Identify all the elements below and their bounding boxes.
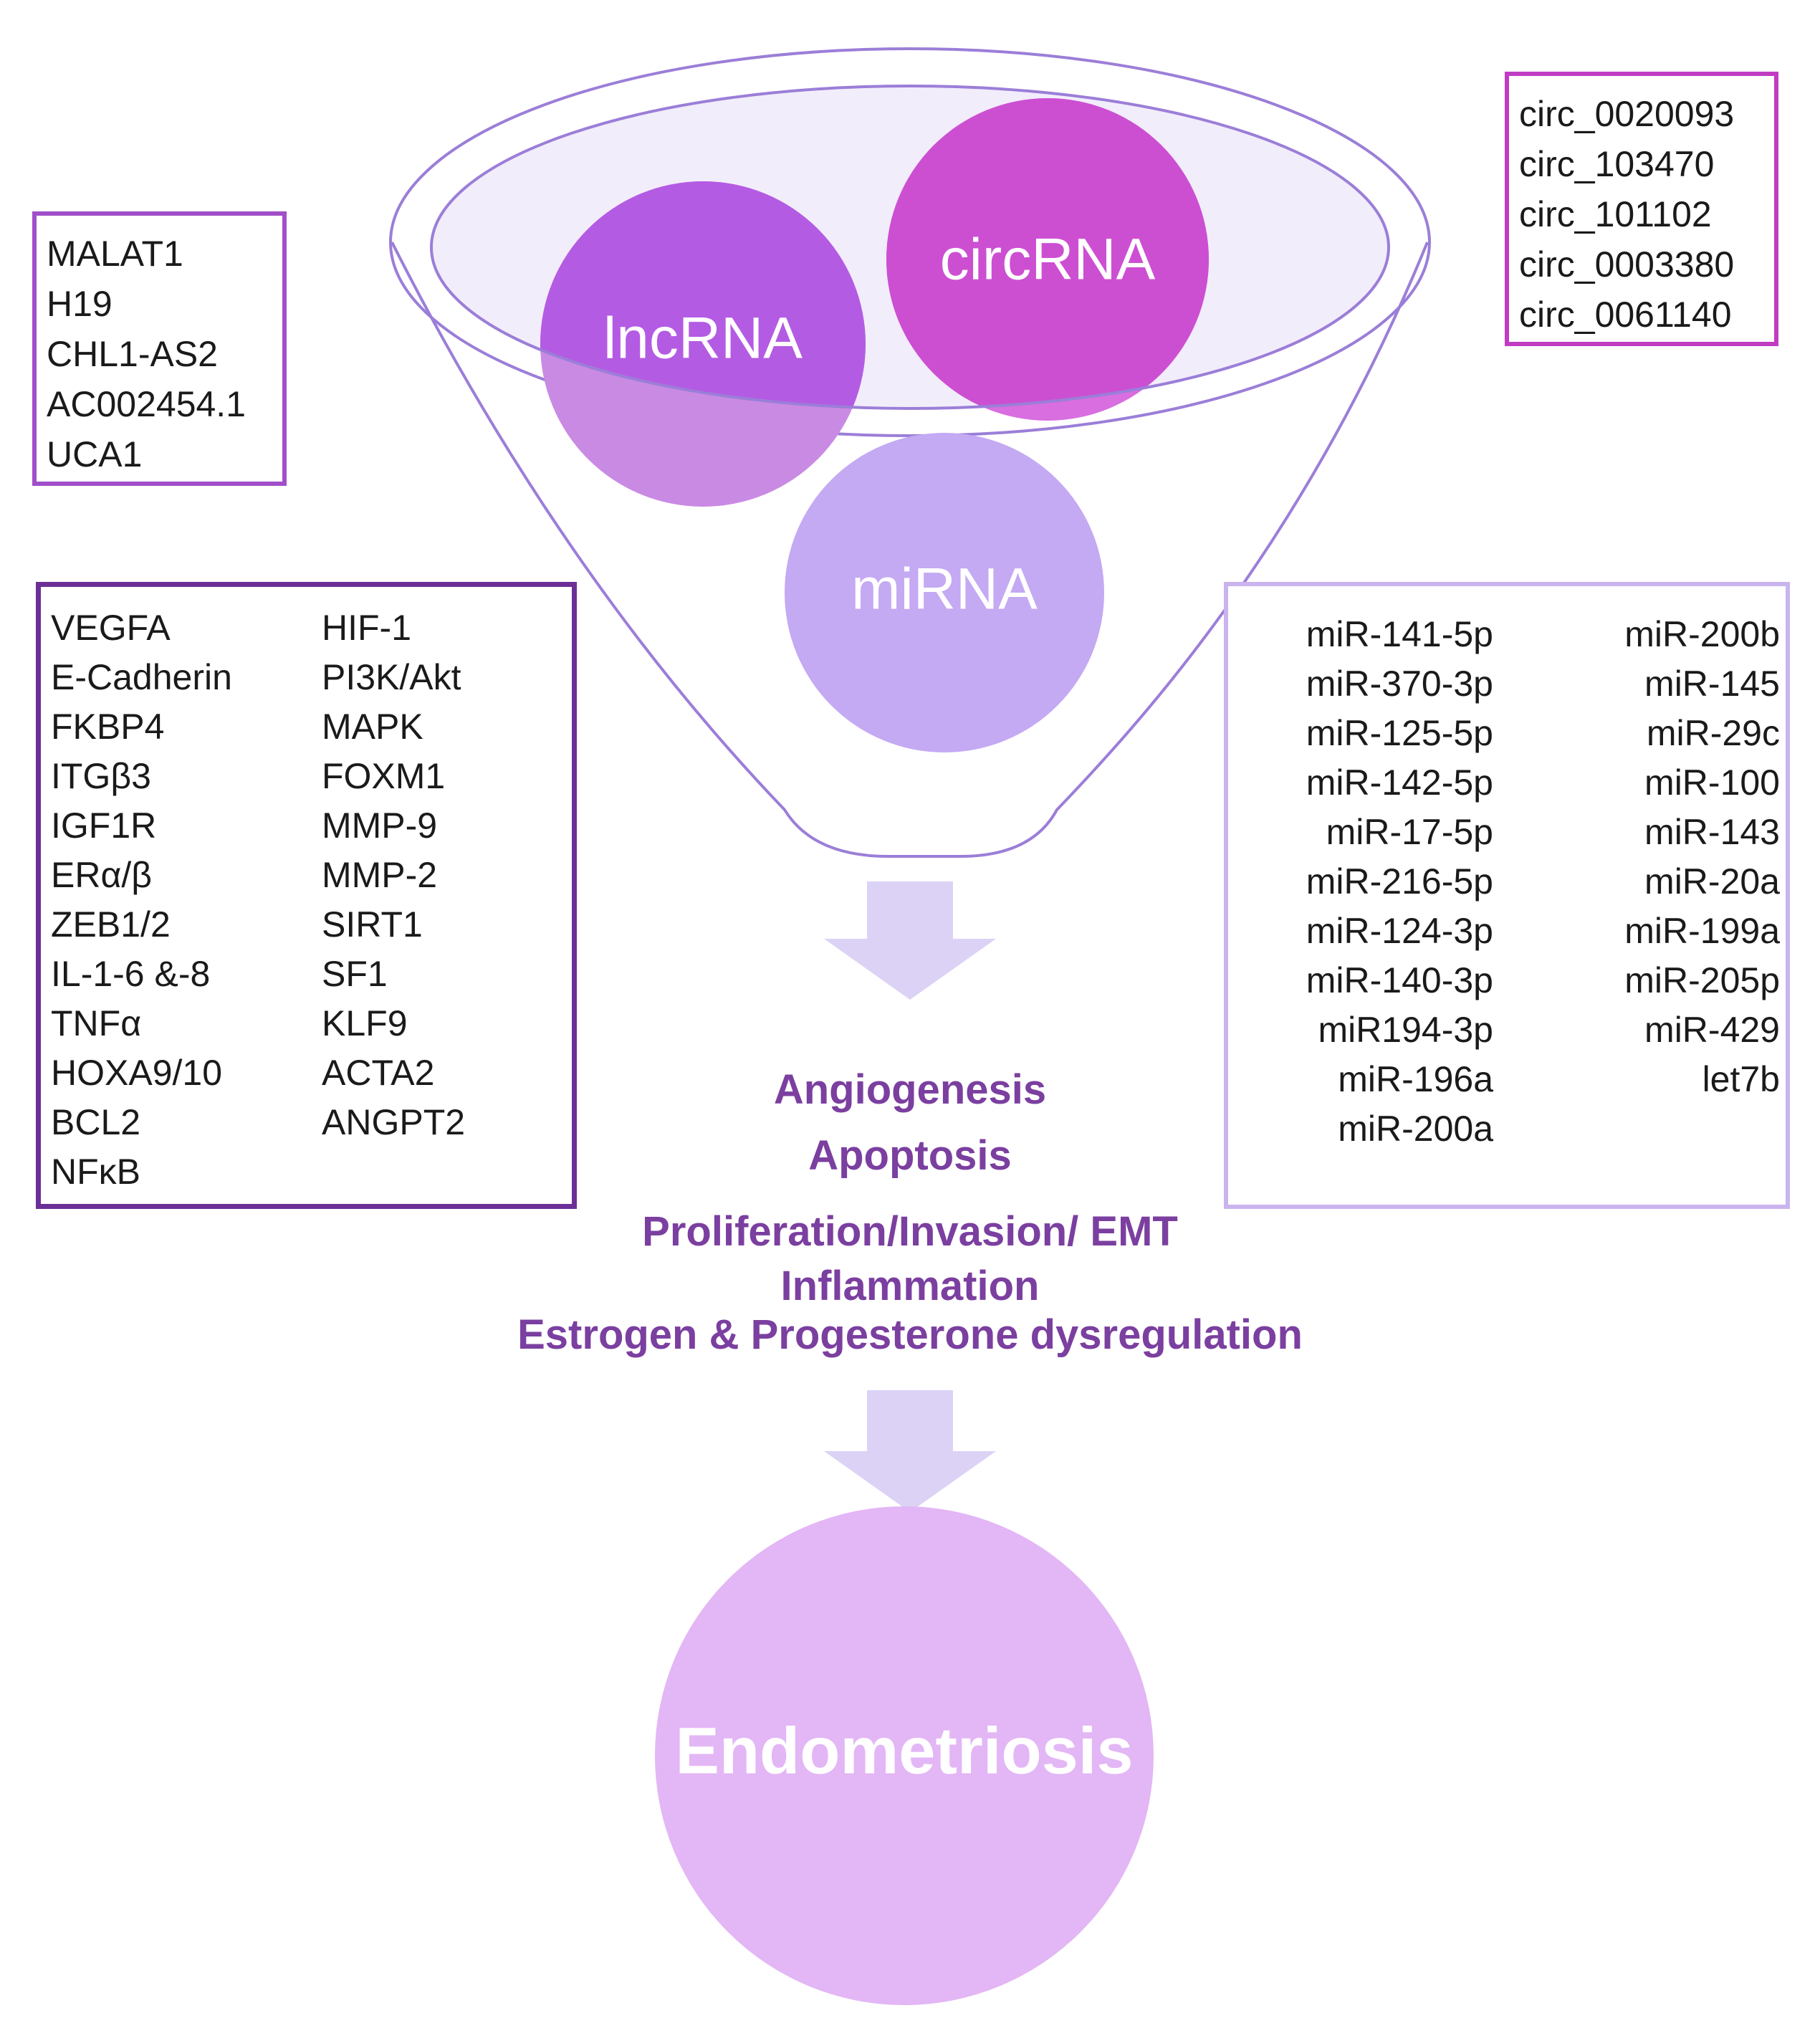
funnel-outer-rim xyxy=(389,47,1431,437)
mirna-item: miR-143 xyxy=(1644,812,1780,852)
gene-item: ZEB1/2 xyxy=(51,904,171,945)
down-arrow-1 xyxy=(824,881,996,1000)
lncrna-item: AC002454.1 xyxy=(47,384,246,424)
mirna-item: miR-145 xyxy=(1644,664,1780,704)
gene-item: PI3K/Akt xyxy=(322,657,461,697)
mirna-item: miR-140-3p xyxy=(1306,960,1493,1000)
outcome-item: Estrogen & Progesterone dysregulation xyxy=(517,1311,1303,1358)
gene-item: MAPK xyxy=(322,707,423,747)
circrna-label: circRNA xyxy=(940,227,1156,292)
gene-item: IGF1R xyxy=(51,805,157,846)
gene-item: ITGβ3 xyxy=(51,756,151,796)
lncrna-circle-top xyxy=(540,181,866,408)
mirna-item: miR194-3p xyxy=(1318,1010,1493,1050)
circrna-list-box: circ_0020093 circ_103470 circ_101102 circ_0… xyxy=(1505,72,1778,346)
outcome-item: Inflammation xyxy=(780,1263,1040,1309)
gene-item: HIF-1 xyxy=(322,608,411,648)
gene-item: TNFα xyxy=(51,1003,142,1043)
endometriosis-circle xyxy=(655,1506,1154,2005)
gene-item: FKBP4 xyxy=(51,707,165,747)
gene-item: ACTA2 xyxy=(322,1053,435,1093)
mirna-item: miR-216-5p xyxy=(1306,861,1493,902)
gene-item: FOXM1 xyxy=(322,756,446,796)
mirna-list-box: miR-141-5p miR-370-3p miR-125-5p miR-142-5p… xyxy=(1224,582,1790,1209)
gene-item: KLF9 xyxy=(322,1003,408,1043)
mirna-item: miR-370-3p xyxy=(1306,664,1493,704)
circrna-item: circ_0003380 xyxy=(1519,244,1735,284)
gene-item: HOXA9/10 xyxy=(51,1053,223,1093)
lncrna-item: CHL1-AS2 xyxy=(47,334,218,374)
outcome-item: Angiogenesis xyxy=(773,1066,1047,1113)
circrna-item: circ_101102 xyxy=(1519,194,1712,234)
mirna-item: miR-29c xyxy=(1646,713,1780,753)
down-arrow-2 xyxy=(824,1390,996,1512)
mirna-item: miR-200a xyxy=(1338,1109,1493,1149)
lncrna-item: UCA1 xyxy=(47,434,143,474)
mirna-circle xyxy=(785,433,1104,752)
circrna-item: circ_103470 xyxy=(1519,144,1715,184)
mirna-item: miR-141-5p xyxy=(1306,614,1493,654)
outcome-item: Proliferation/Invasion/ EMT xyxy=(642,1208,1178,1255)
mirna-item: miR-20a xyxy=(1644,861,1780,902)
lncrna-item: MALAT1 xyxy=(47,234,183,274)
mirna-item: miR-17-5p xyxy=(1326,812,1493,852)
mirna-item: miR-205p xyxy=(1624,960,1780,1000)
mirna-label: miRNA xyxy=(851,557,1038,622)
mirna-item: miR-200b xyxy=(1624,614,1780,654)
lncrna-label: lncRNA xyxy=(603,306,803,371)
gene-item: MMP-9 xyxy=(322,805,438,846)
gene-item: MMP-2 xyxy=(322,855,438,895)
mirna-item: miR-196a xyxy=(1338,1059,1493,1099)
gene-item: ERα/β xyxy=(51,855,153,895)
mirna-item: miR-125-5p xyxy=(1306,713,1493,753)
gene-item: BCL2 xyxy=(51,1102,141,1142)
gene-item: ANGPT2 xyxy=(322,1102,466,1142)
mirna-item: miR-124-3p xyxy=(1306,911,1493,951)
lncrna-item: H19 xyxy=(47,284,112,324)
endometriosis-label: Endometriosis xyxy=(675,1714,1133,1787)
gene-item: NFκB xyxy=(51,1152,140,1192)
mirna-item: miR-429 xyxy=(1644,1010,1780,1050)
outcome-item: Apoptosis xyxy=(808,1132,1012,1179)
circrna-item: circ_0020093 xyxy=(1519,94,1735,134)
gene-item: SIRT1 xyxy=(322,904,423,945)
mirna-item: miR-142-5p xyxy=(1306,762,1493,803)
mirna-item: miR-100 xyxy=(1644,762,1780,803)
circrna-item: circ_0061140 xyxy=(1519,295,1732,335)
gene-item: SF1 xyxy=(322,954,388,994)
mirna-item: let7b xyxy=(1702,1059,1780,1099)
funnel-inner-rim xyxy=(430,85,1390,410)
mirna-item: miR-199a xyxy=(1624,911,1780,951)
gene-item: VEGFA xyxy=(51,608,171,648)
circrna-circle-top xyxy=(886,98,1209,408)
gene-item: E-Cadherin xyxy=(51,657,232,697)
gene-item: IL-1-6 &-8 xyxy=(51,954,211,994)
